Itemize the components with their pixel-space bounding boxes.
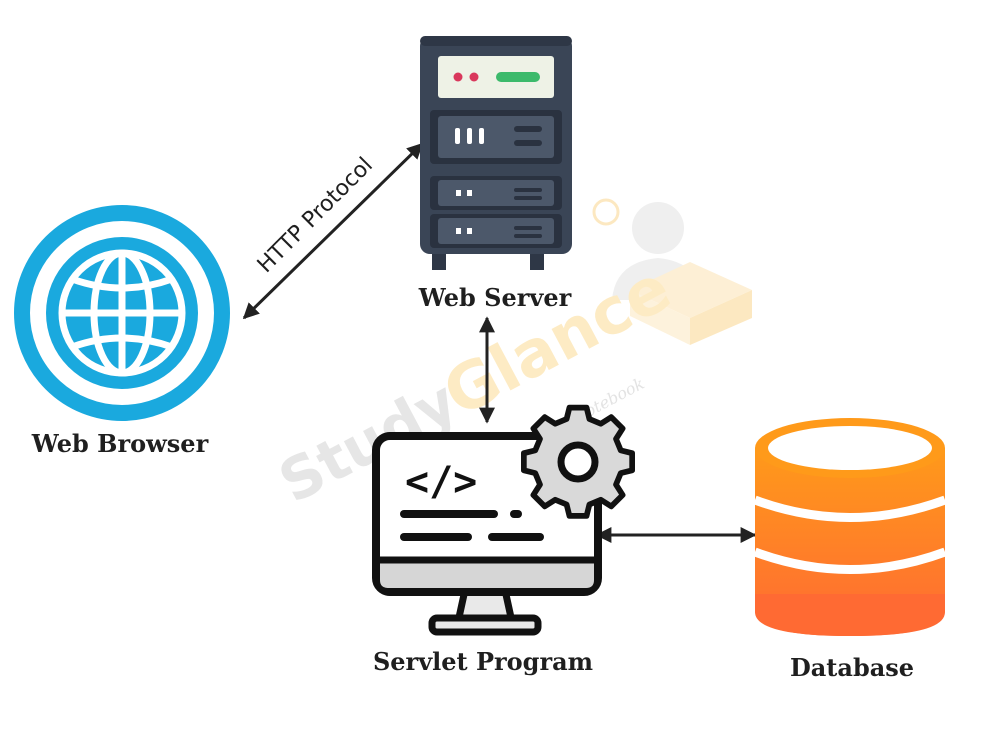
label-web-browser: Web Browser	[31, 429, 209, 458]
code-monitor-gear-icon: </>	[372, 404, 636, 636]
watermark-person-icon	[592, 198, 752, 345]
globe-icon	[14, 205, 230, 421]
gear-icon	[520, 404, 636, 519]
edge-label-http-protocol: HTTP Protocol	[253, 153, 378, 278]
node-database: Database	[753, 418, 947, 682]
label-servlet-program: Servlet Program	[373, 647, 593, 676]
node-servlet-program: </> Servlet Program	[372, 404, 636, 676]
server-rack-icon	[420, 36, 572, 270]
edge-browser-server: HTTP Protocol	[242, 142, 424, 320]
database-cylinder-icon	[753, 418, 947, 636]
node-web-browser: Web Browser	[14, 205, 230, 458]
label-database: Database	[790, 653, 914, 682]
svg-text:</>: </>	[405, 459, 477, 505]
label-web-server: Web Server	[418, 283, 572, 312]
node-web-server: Web Server	[418, 36, 572, 312]
watermark-word-glance: Glance	[432, 252, 683, 432]
